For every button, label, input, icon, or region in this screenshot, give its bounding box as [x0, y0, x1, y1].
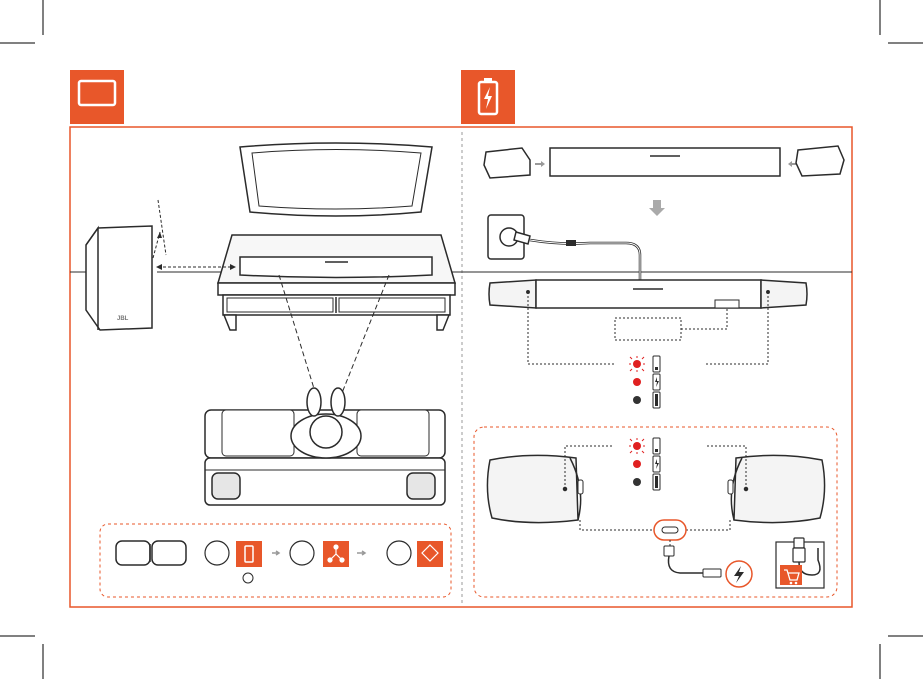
setup-step-1 [205, 541, 229, 565]
led-blinking-red-icon [633, 360, 641, 368]
distance-arrows [153, 200, 232, 267]
tv [240, 143, 432, 216]
subwoofer [86, 226, 152, 330]
subwoofer-brand-logo: JBL [117, 316, 129, 322]
tv-cabinet [218, 235, 455, 330]
speaker-closeup-right [728, 455, 825, 522]
led-blinking-red-icon [633, 442, 641, 450]
led-solid-red-icon [633, 378, 641, 386]
surround-speakers-pair [116, 541, 186, 565]
arrow-icon [272, 551, 279, 555]
soundbar-front [489, 280, 807, 308]
battery-led-legend-2 [629, 438, 660, 490]
listener-person [291, 388, 361, 458]
outer-frame [70, 127, 852, 607]
power-cable [530, 240, 640, 283]
setup-step-3 [387, 541, 411, 565]
usb-cable [664, 546, 721, 577]
timer-icon [243, 573, 253, 583]
down-arrow-icon [649, 200, 665, 216]
led-off-icon [633, 396, 641, 404]
detachable-speaker-left [484, 148, 530, 178]
speaker-closeup-left [487, 455, 583, 522]
wall-outlet [488, 215, 530, 259]
detachable-speaker-right [796, 146, 844, 176]
callout-box [615, 318, 681, 340]
arrow-icon [357, 551, 365, 555]
battery-led-legend-1 [629, 356, 660, 408]
led-solid-red-icon [633, 460, 641, 468]
step-1-icon-bg [236, 541, 262, 567]
soundbar-on-cabinet [240, 257, 432, 278]
setup-step-2 [290, 541, 314, 565]
led-off-icon [633, 478, 641, 486]
cable-clip [566, 240, 576, 246]
soundbar-top [550, 148, 780, 176]
